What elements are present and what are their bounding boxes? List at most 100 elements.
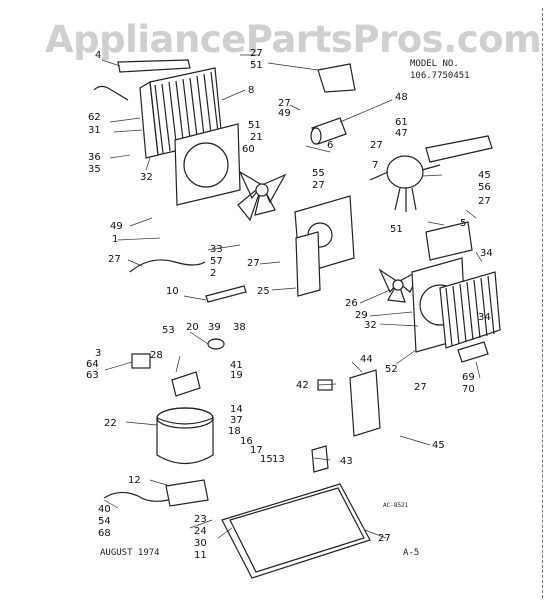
callout: 56 xyxy=(478,182,491,193)
model-number-block: MODEL NO. 106.7750451 xyxy=(410,58,470,82)
callout: 62 xyxy=(88,112,101,123)
callout: 63 xyxy=(86,370,99,381)
power-cord[interactable] xyxy=(129,259,206,273)
page-edge-marks xyxy=(540,8,543,598)
callout: 1 xyxy=(112,234,118,245)
callout: 51 xyxy=(250,60,263,71)
callout: 45 xyxy=(478,170,491,181)
top-bracket[interactable] xyxy=(117,59,191,73)
callout: 7 xyxy=(372,160,378,171)
callout: 21 xyxy=(250,132,263,143)
callout: 54 xyxy=(98,516,111,527)
callout: 15 xyxy=(260,454,273,465)
drain-tube[interactable] xyxy=(93,85,129,101)
callout: 22 xyxy=(104,418,117,429)
callout: 20 xyxy=(186,322,199,333)
callout: 26 xyxy=(345,298,358,309)
compressor-mount[interactable] xyxy=(165,479,209,507)
date-label: AUGUST 1974 xyxy=(100,548,160,558)
callout: 33 xyxy=(210,244,223,255)
fan-motor[interactable] xyxy=(369,155,441,212)
capacitor[interactable] xyxy=(310,117,347,145)
callout: 32 xyxy=(140,172,153,183)
callout: 42 xyxy=(296,380,309,391)
callout: 11 xyxy=(194,550,207,561)
callout: 36 xyxy=(88,152,101,163)
callout: 48 xyxy=(395,92,408,103)
mount-bracket[interactable] xyxy=(317,63,356,93)
leader-lines xyxy=(101,54,483,539)
callout: 32 xyxy=(364,320,377,331)
callout: 25 xyxy=(257,286,270,297)
compressor[interactable] xyxy=(156,407,214,465)
motor-cover[interactable] xyxy=(425,135,493,163)
callout: 51 xyxy=(390,224,403,235)
callout: 4 xyxy=(95,50,101,61)
knob[interactable] xyxy=(457,341,489,363)
front-panel[interactable] xyxy=(174,123,241,206)
callout: 57 xyxy=(210,256,223,267)
callout: 43 xyxy=(340,456,353,467)
callout: 27 xyxy=(250,48,263,59)
watermark: AppliancePartsPros.com xyxy=(45,18,542,61)
callout: 45 xyxy=(432,440,445,451)
grommet[interactable] xyxy=(207,338,225,350)
callout: 16 xyxy=(240,436,253,447)
wire-harness[interactable] xyxy=(103,491,169,502)
callout: 18 xyxy=(228,426,241,437)
callout: 69 xyxy=(462,372,475,383)
callout: 49 xyxy=(278,108,291,119)
model-number: 106.7750451 xyxy=(410,71,470,81)
callout: 47 xyxy=(395,128,408,139)
capillary-tube[interactable] xyxy=(205,285,247,303)
callout: 44 xyxy=(360,354,373,365)
callout: 27 xyxy=(378,533,391,544)
callout: 5 xyxy=(460,218,466,229)
callout: 61 xyxy=(395,117,408,128)
callout: 27 xyxy=(312,180,325,191)
blower-fan[interactable] xyxy=(237,170,287,222)
callout: 13 xyxy=(272,454,285,465)
callout: 34 xyxy=(478,312,491,323)
control-panel[interactable] xyxy=(349,369,381,437)
callout: 6 xyxy=(327,140,333,151)
callout: 27 xyxy=(370,140,383,151)
callout: 49 xyxy=(110,221,123,232)
callout: 14 xyxy=(230,404,243,415)
callout: 24 xyxy=(194,526,207,537)
callout: 68 xyxy=(98,528,111,539)
callout: 51 xyxy=(248,120,261,131)
control-box[interactable] xyxy=(425,221,473,261)
partition-panel[interactable] xyxy=(294,195,355,297)
callout: 17 xyxy=(250,445,263,456)
terminal-cover[interactable] xyxy=(171,371,201,397)
callout: 19 xyxy=(230,370,243,381)
callout: 10 xyxy=(166,286,179,297)
callout: 27 xyxy=(247,258,260,269)
callout: 35 xyxy=(88,164,101,175)
sheet-label: A-5 xyxy=(403,548,420,558)
callout: 27 xyxy=(414,382,427,393)
condenser-coil[interactable] xyxy=(439,271,501,349)
callout: 29 xyxy=(355,310,368,321)
base-pan[interactable] xyxy=(221,483,371,579)
callout: 3 xyxy=(95,348,101,359)
callout: 27 xyxy=(108,254,121,265)
callout: 2 xyxy=(210,268,216,279)
callout: 39 xyxy=(208,322,221,333)
callout: 23 xyxy=(194,514,207,525)
callout: 37 xyxy=(230,415,243,426)
callout: 40 xyxy=(98,504,111,515)
callout: 41 xyxy=(230,360,243,371)
callout: 27 xyxy=(278,98,291,109)
callout-labels: 4 27 51 8 27 49 51 21 60 48 61 47 6 27 7… xyxy=(86,48,493,561)
callout: 28 xyxy=(150,350,163,361)
callout: 53 xyxy=(162,325,175,336)
callout: 60 xyxy=(242,144,255,155)
drawing-code: AC-8521 xyxy=(383,502,409,509)
callout: 64 xyxy=(86,359,99,370)
callout: 52 xyxy=(385,364,398,375)
overload-relay[interactable] xyxy=(131,353,151,369)
callout: 12 xyxy=(128,475,141,486)
